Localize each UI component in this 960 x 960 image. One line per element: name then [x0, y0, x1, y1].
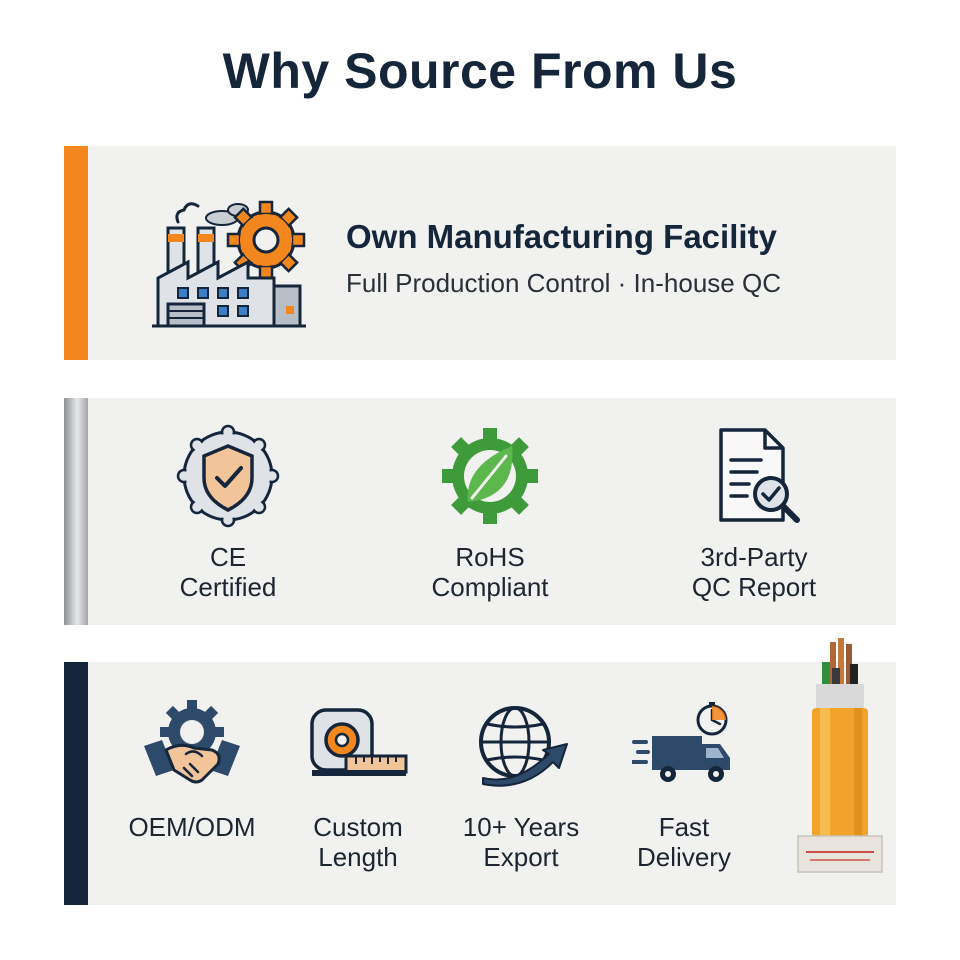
- feature-label-line1: Custom: [313, 812, 403, 842]
- facility-panel: Own Manufacturing Facility Full Producti…: [64, 146, 896, 360]
- factory-icon: [152, 200, 306, 328]
- delivery-truck-icon: [632, 702, 730, 782]
- feature-label-line2: Delivery: [637, 842, 731, 872]
- accent-bar-navy: [64, 662, 88, 905]
- cert-label-line2: Certified: [179, 572, 277, 602]
- feature-label-line2: Export: [483, 842, 559, 872]
- handshake-gear-icon: [144, 700, 240, 784]
- feature-label-line1: OEM/ODM: [128, 812, 256, 842]
- globe-arrow-icon: [479, 706, 568, 787]
- cert-item-qc-report: 3rd-Party QC Report: [654, 424, 854, 602]
- cert-label-line1: RoHS: [455, 542, 525, 572]
- feature-item-export: 10+ Years Export: [441, 700, 601, 872]
- facility-subheading: Full Production Control · In-house QC: [346, 268, 781, 298]
- feature-label-line1: Fast: [658, 812, 710, 842]
- document-magnifier-icon: [719, 428, 800, 523]
- cert-label-line1: 3rd-Party: [700, 542, 808, 572]
- cert-item-rohs: RoHS Compliant: [390, 424, 590, 602]
- cert-label-line2: Compliant: [431, 572, 549, 602]
- facility-heading: Own Manufacturing Facility: [346, 218, 777, 255]
- cert-item-ce: CE Certified: [128, 424, 328, 602]
- feature-item-custom-length: Custom Length: [278, 700, 438, 872]
- features-panel: OEM/ODM Custom Length: [64, 638, 896, 905]
- cert-label-line1: CE: [209, 542, 247, 572]
- accent-bar-orange: [64, 146, 88, 360]
- leaf-gear-icon: [442, 428, 538, 524]
- tape-measure-icon: [310, 708, 408, 776]
- cable-product-image: [797, 638, 883, 873]
- certifications-panel: CE Certified: [64, 398, 896, 625]
- feature-label-line1: 10+ Years: [462, 812, 580, 842]
- page-title: Why Source From Us: [222, 43, 738, 99]
- cert-label-line2: QC Report: [691, 572, 817, 602]
- shield-check-icon: [176, 424, 280, 528]
- accent-bar-silver: [64, 398, 88, 625]
- feature-item-fast-delivery: Fast Delivery: [604, 700, 764, 872]
- feature-label-line2: Length: [318, 842, 398, 872]
- feature-item-oem: OEM/ODM: [112, 700, 272, 842]
